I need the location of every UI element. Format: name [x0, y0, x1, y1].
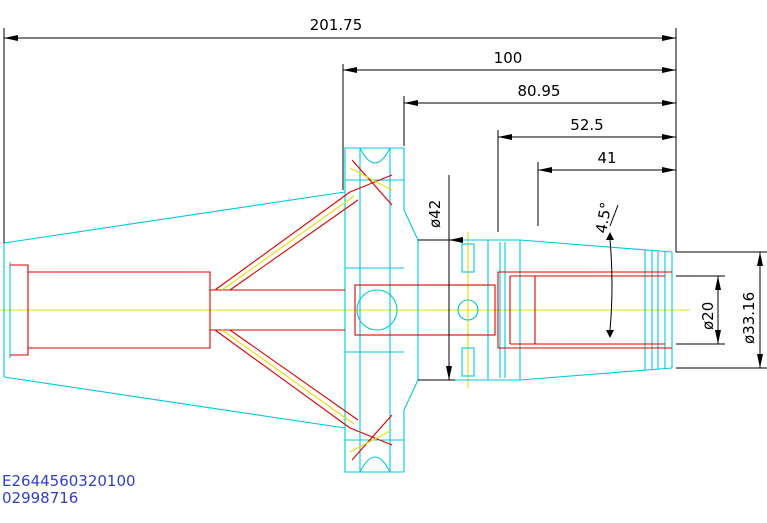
- dim-taper-angle-label: 4.5°: [592, 201, 615, 235]
- dim-52-5-label: 52.5: [570, 116, 603, 134]
- part-number-line-1: E2644560320100: [2, 472, 136, 490]
- dim-201-75-label: 201.75: [310, 16, 363, 34]
- dim-diameter-20-label: ø20: [699, 302, 717, 330]
- dim-52-5: 52.5: [498, 116, 676, 140]
- dim-201-75: 201.75: [4, 16, 676, 41]
- dim-100: 100: [343, 49, 676, 73]
- internal-bore: [10, 159, 672, 461]
- dim-100-label: 100: [494, 49, 523, 67]
- dim-diameter-33-16: ø33.16: [740, 252, 763, 368]
- taper-shank-outline: [3, 191, 346, 429]
- dim-diameter-20: ø20: [699, 276, 721, 344]
- front-body-outline: [356, 239, 673, 381]
- dim-41: 41: [538, 149, 676, 173]
- dim-diameter-33-16-label: ø33.16: [740, 292, 758, 344]
- dim-taper-angle: 4.5°: [592, 201, 619, 338]
- dim-diameter-42: ø42: [426, 175, 449, 380]
- dim-80-95-label: 80.95: [518, 82, 561, 100]
- channel-centerlines: [221, 167, 393, 453]
- part-number-line-2: 02998716: [2, 489, 78, 507]
- dim-41-label: 41: [597, 149, 616, 167]
- dim-diameter-42-label: ø42: [426, 200, 444, 228]
- dim-80-95: 80.95: [404, 82, 676, 106]
